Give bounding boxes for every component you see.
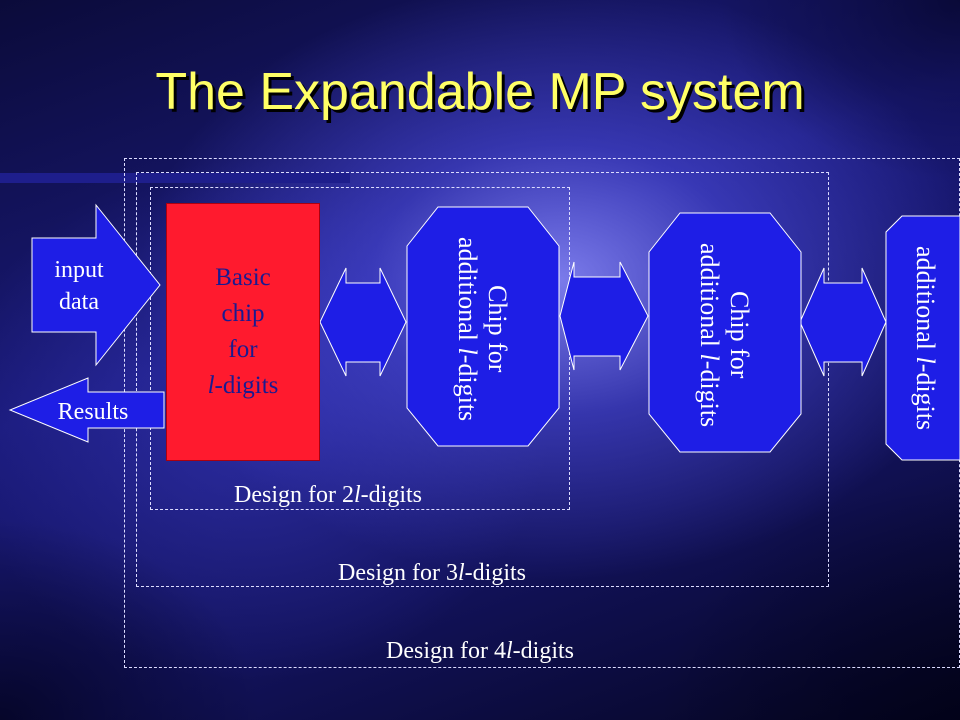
input-data-label: input data xyxy=(34,254,124,318)
chip-3-label: Chip for additional l-digits xyxy=(694,220,754,450)
chip-3-var: l xyxy=(695,353,724,361)
design-4l-caption: Design for 4l-digits xyxy=(386,638,574,665)
input-label-line2: data xyxy=(59,289,99,315)
chip-4-label: additional l-digits xyxy=(910,222,940,454)
design-4l-var: l xyxy=(505,638,513,664)
results-arrow xyxy=(8,377,165,443)
chip-2-line2: additional l-digits xyxy=(452,214,482,444)
connector-2 xyxy=(559,261,649,371)
basic-chip-line2: chip xyxy=(221,300,265,327)
design-2l-prefix: Design for 2 xyxy=(234,482,354,508)
chip-2-line2-prefix: additional xyxy=(453,236,482,348)
chip-3-block xyxy=(648,212,802,453)
chip-4-line1: additional l-digits xyxy=(910,222,940,454)
title-accent-bar xyxy=(0,173,350,183)
design-3l-prefix: Design for 3 xyxy=(338,560,458,586)
chip-2-block xyxy=(406,206,560,447)
chip-2-line1: Chip for xyxy=(483,285,512,373)
chip-3-line2-rest: -digits xyxy=(695,360,724,428)
design-3l-rest: -digits xyxy=(464,560,526,586)
input-label-line1: input xyxy=(54,257,104,283)
input-arrow xyxy=(31,203,161,367)
design-4l-rest: -digits xyxy=(512,638,574,664)
chip-3-line1: Chip for xyxy=(725,291,754,379)
basic-chip-var: l xyxy=(207,372,215,399)
chip-2-var: l xyxy=(453,347,482,355)
connector-3 xyxy=(799,267,887,377)
connector-1 xyxy=(319,267,407,377)
design-3l-caption: Design for 3l-digits xyxy=(338,560,526,587)
chip-2-label: Chip for additional l-digits xyxy=(452,214,512,444)
chip-4-line1-rest: -digits xyxy=(911,363,940,431)
chip-2-line2-rest: -digits xyxy=(453,354,482,422)
design-4l-prefix: Design for 4 xyxy=(386,638,506,664)
design-2l-caption: Design for 2l-digits xyxy=(234,482,422,509)
design-2l-var: l xyxy=(353,482,361,508)
results-label: Results xyxy=(57,399,129,425)
basic-chip-line1: Basic xyxy=(215,264,271,291)
chip-4-line1-prefix: additional xyxy=(911,245,940,357)
basic-chip-line3: for xyxy=(228,336,258,363)
basic-chip-line4: l-digits xyxy=(208,368,279,404)
slide-title: The Expandable MP system xyxy=(155,63,805,121)
design-3l-frame xyxy=(136,172,829,587)
design-3l-var: l xyxy=(457,560,465,586)
chip-3-line2-prefix: additional xyxy=(695,242,724,354)
basic-chip-label: Basic chip for l-digits xyxy=(208,260,279,404)
chip-3-line2: additional l-digits xyxy=(694,220,724,450)
basic-chip-line4-rest: -digits xyxy=(214,372,279,399)
chip-4-block xyxy=(885,215,960,461)
chip-4-var: l xyxy=(911,356,940,364)
basic-chip-block: Basic chip for l-digits xyxy=(166,203,320,461)
design-2l-rest: -digits xyxy=(360,482,422,508)
